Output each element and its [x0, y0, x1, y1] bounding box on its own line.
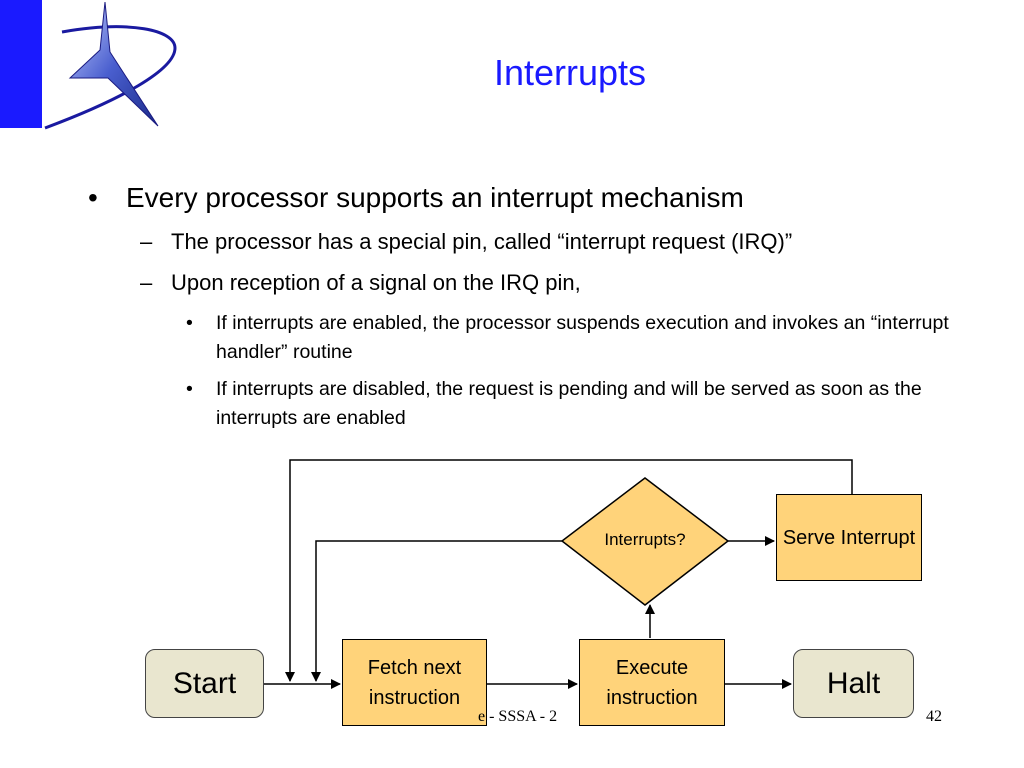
- bullet-level2-text: The processor has a special pin, called …: [171, 229, 793, 254]
- slide-title: Interrupts: [493, 52, 647, 93]
- decision-node-label: Interrupts?: [604, 530, 686, 549]
- left-accent-bar: [0, 0, 42, 128]
- execute-instruction-node: Execute instruction: [579, 639, 725, 726]
- bullet-level3-text: If interrupts are enabled, the processor…: [216, 312, 949, 363]
- edge-decision-no-loop: [311, 540, 565, 682]
- bullet-level1-text: Every processor supports an interrupt me…: [126, 182, 744, 213]
- bullet-mark: •: [186, 378, 193, 400]
- halt-node: Halt: [793, 649, 914, 718]
- footer-text: e - SSSA - 2: [478, 708, 558, 725]
- dash-mark: –: [140, 229, 153, 254]
- star-swoosh-logo-icon: [44, 1, 177, 130]
- bullet-level3-text: If interrupts are disabled, the request …: [216, 378, 922, 429]
- edge-serve-loop: [285, 459, 853, 682]
- bullet-mark: •: [186, 312, 193, 334]
- page-number: 42: [926, 708, 942, 725]
- decision-diamond-shape: [560, 477, 730, 606]
- fetch-instruction-node: Fetch next instruction: [342, 639, 487, 726]
- bullet-mark: •: [88, 182, 98, 213]
- start-node: Start: [145, 649, 264, 718]
- serve-interrupt-node: Serve Interrupt: [776, 494, 922, 581]
- bullet-level2-text: Upon reception of a signal on the IRQ pi…: [171, 270, 581, 295]
- dash-mark: –: [140, 270, 153, 295]
